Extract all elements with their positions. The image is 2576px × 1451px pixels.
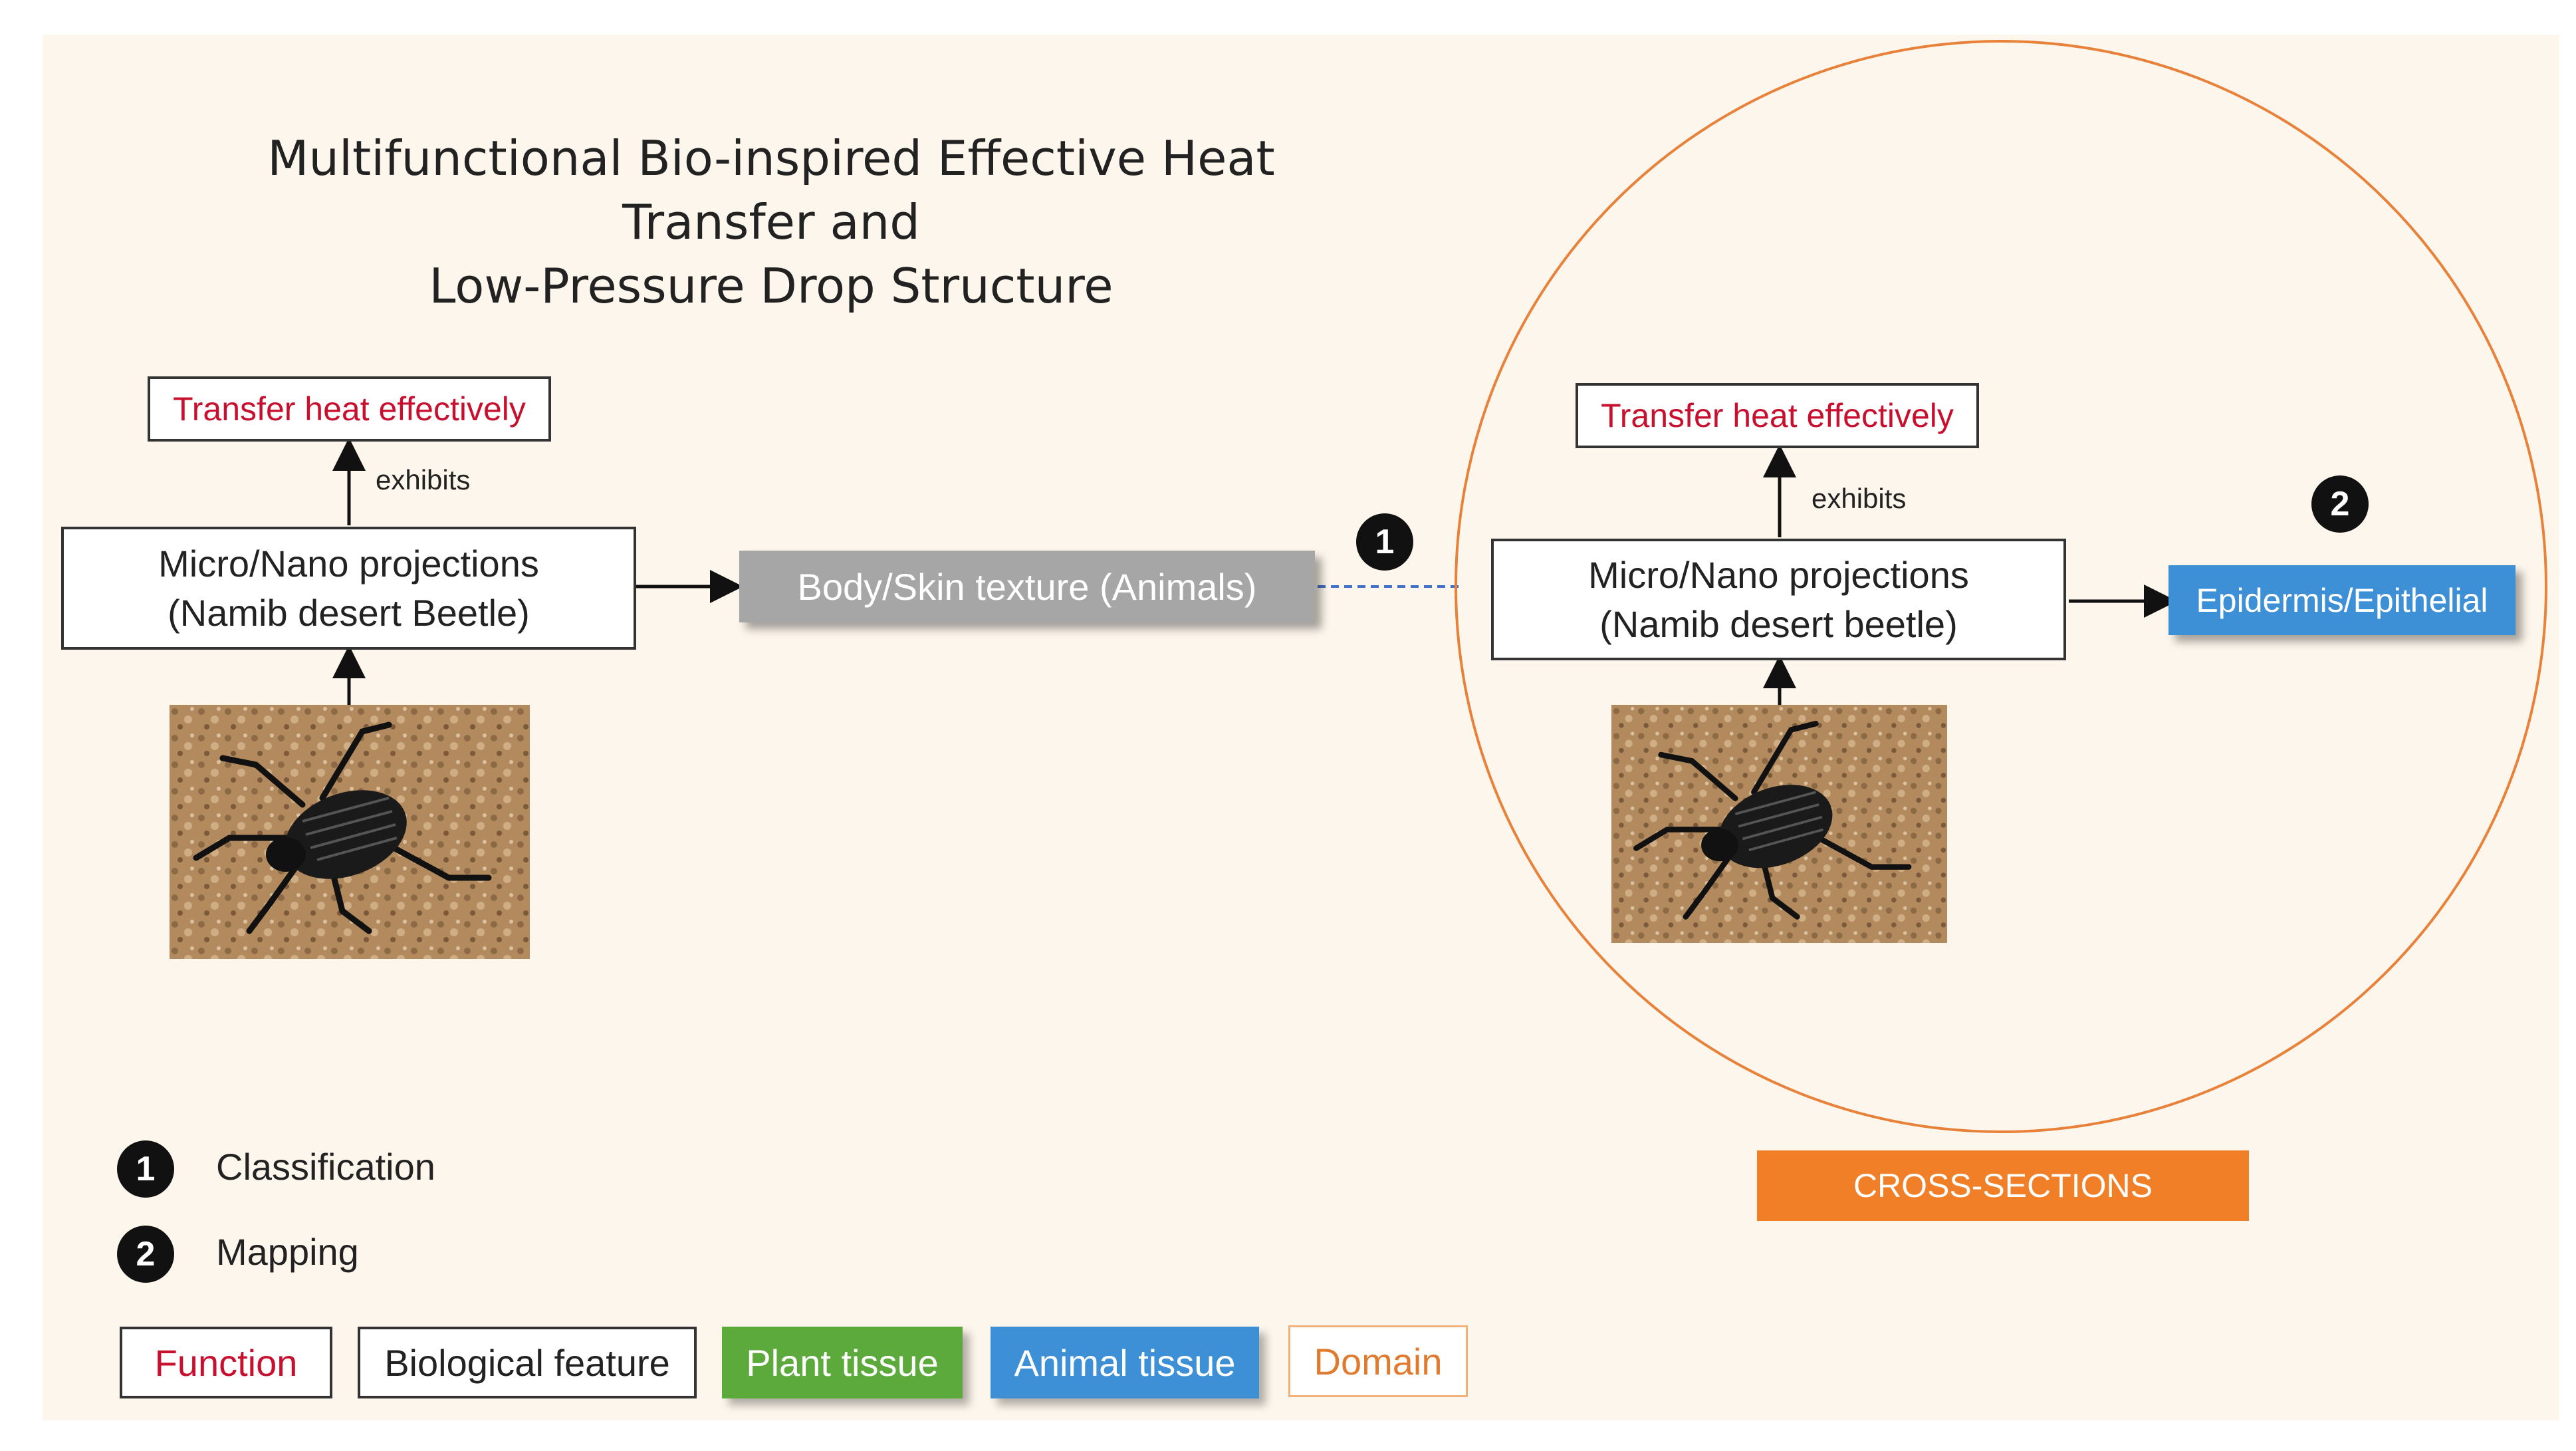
left-exhibits-label: exhibits [376, 464, 471, 495]
legend-animal-label: Animal tissue [1014, 1341, 1236, 1384]
tissue-epidermis-epithelial: Epidermis/Epithelial [2168, 565, 2516, 635]
right-beetle-photo [1611, 705, 1947, 943]
legend-plant-label: Plant tissue [746, 1341, 939, 1384]
left-feature-line-2: (Namib desert Beetle) [168, 591, 530, 634]
title-line-1: Multifunctional Bio-inspired Effective H… [267, 130, 1275, 250]
classification-badge: 1 [1356, 513, 1413, 571]
legend-domain: Domain [1288, 1325, 1468, 1397]
domain-box-label: Body/Skin texture (Animals) [797, 565, 1257, 608]
title-line-2: Low-Pressure Drop Structure [429, 258, 1113, 314]
tissue-box-label: Epidermis/Epithelial [2196, 581, 2488, 619]
left-function-label: Transfer heat effectively [173, 390, 526, 428]
legend-plant-tissue: Plant tissue [722, 1327, 963, 1398]
cross-section-circle [1455, 40, 2547, 1133]
left-feature-box: Micro/Nano projections (Namib desert Bee… [61, 527, 636, 650]
key-label-classification: Classification [216, 1146, 435, 1188]
beetle-photo-icon [1611, 705, 1947, 943]
right-function-box: Transfer heat effectively [1576, 383, 1979, 448]
beetle-photo-icon [170, 705, 530, 959]
right-feature-box: Micro/Nano projections (Namib desert bee… [1491, 539, 2066, 660]
mapping-badge: 2 [2311, 475, 2369, 533]
cross-sections-text: CROSS-SECTIONS [1853, 1167, 2153, 1204]
left-beetle-photo [170, 705, 530, 959]
left-function-box: Transfer heat effectively [148, 376, 551, 442]
left-feature-line-1: Micro/Nano projections [158, 542, 539, 585]
domain-body-skin-texture: Body/Skin texture (Animals) [739, 551, 1315, 622]
legend-function: Function [120, 1327, 332, 1398]
cross-sections-label: CROSS-SECTIONS [1757, 1150, 2249, 1221]
legend-function-label: Function [154, 1341, 298, 1384]
right-feature-line-2: (Namib desert beetle) [1599, 602, 1958, 645]
key-label-mapping: Mapping [216, 1231, 359, 1273]
key-badge-1: 1 [117, 1140, 174, 1198]
key-badge-2: 2 [117, 1226, 174, 1283]
legend-animal-tissue: Animal tissue [991, 1327, 1259, 1398]
diagram-title: Multifunctional Bio-inspired Effective H… [173, 126, 1369, 318]
right-feature-line-1: Micro/Nano projections [1588, 553, 1969, 596]
legend-biological-feature: Biological feature [358, 1327, 697, 1398]
legend-feature-label: Biological feature [384, 1341, 670, 1384]
right-function-label: Transfer heat effectively [1601, 397, 1954, 434]
right-exhibits-label: exhibits [1812, 483, 1907, 514]
legend-domain-label: Domain [1314, 1340, 1443, 1383]
